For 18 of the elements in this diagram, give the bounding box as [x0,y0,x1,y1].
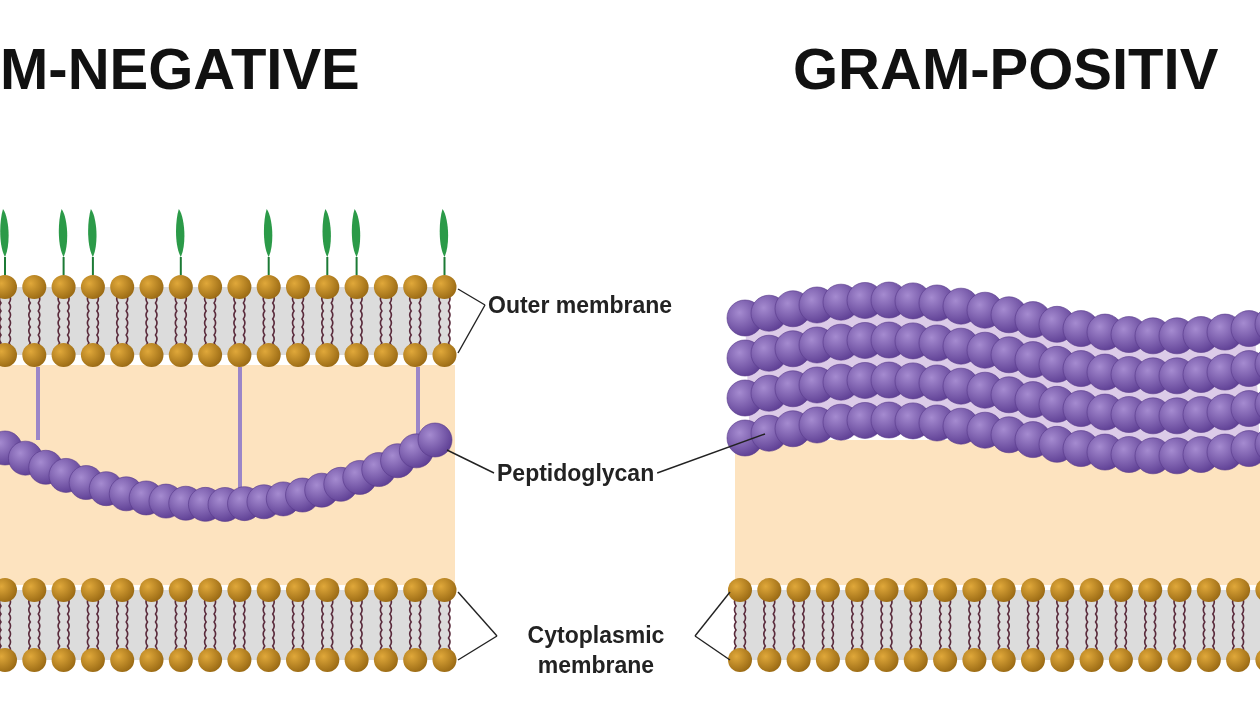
leader-line [457,635,498,661]
leader-line [694,591,731,637]
cytoplasmic-membrane-drawing [0,578,457,672]
leader-line [457,304,486,354]
leader-line [446,449,495,474]
peptidoglycan-drawing [726,281,1260,475]
leader-line [457,591,498,637]
leader-line [694,635,731,661]
part-label: Peptidoglycan [497,458,655,488]
cytoplasmic-membrane-drawing [728,578,1260,672]
outer-membrane-drawing [0,209,457,367]
panel-heading: GRAM-POSITIV [793,35,1219,102]
panel-heading: M-NEGATIVE [0,35,360,102]
leader-line [457,288,486,306]
peptidoglycan-drawing [0,367,453,522]
part-label: Outer membrane [488,290,673,320]
leader-line [656,433,766,474]
part-label: Cytoplasmic membrane [500,620,692,680]
